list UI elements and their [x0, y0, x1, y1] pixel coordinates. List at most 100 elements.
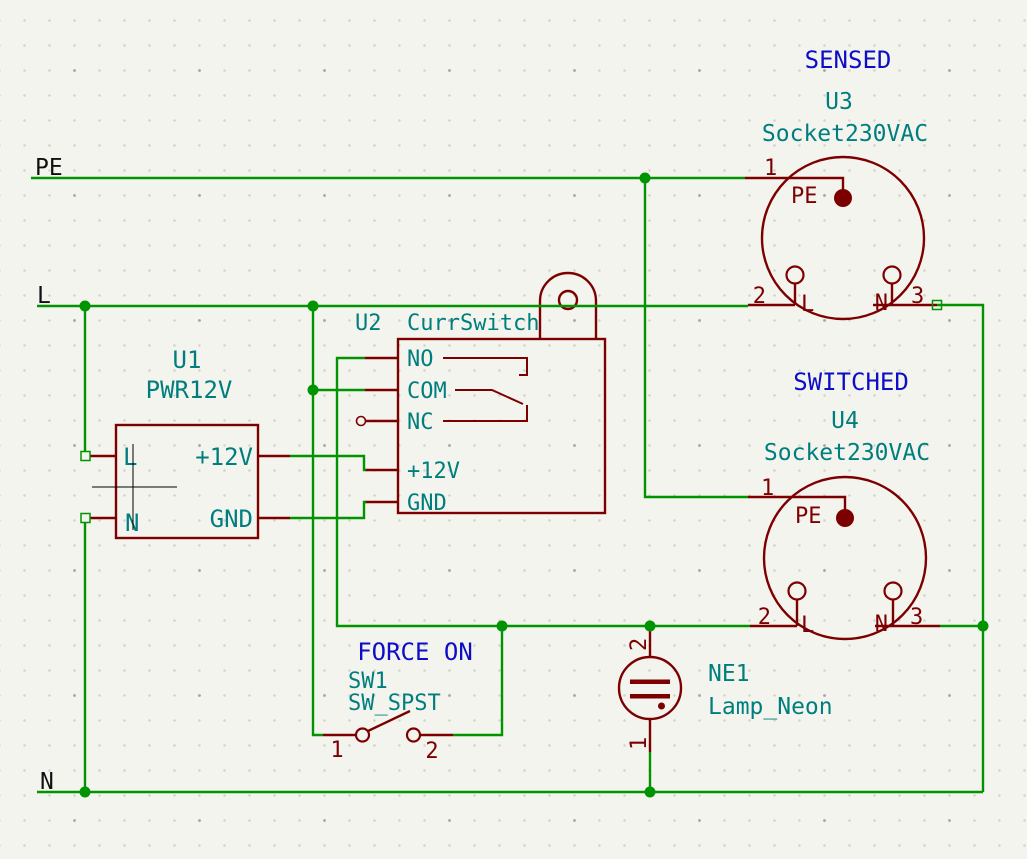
junction-dot	[307, 384, 319, 396]
sw1-lever[interactable]	[367, 709, 411, 733]
u3-value[interactable]: Socket230VAC	[762, 121, 928, 147]
u2-relay-contacts	[443, 357, 528, 422]
sw1-contact-2	[405, 727, 422, 743]
ne1-reference[interactable]: NE1	[708, 661, 750, 687]
u3-pin-num-1: 1	[764, 156, 777, 181]
ne1-gas-dot	[658, 702, 665, 710]
u1-reference[interactable]: U1	[173, 346, 202, 374]
ne1-pin-num-2: 2	[627, 638, 652, 651]
junction-dot	[644, 620, 656, 632]
component-u3[interactable]: SENSED U3 Socket230VAC 1 PE 2 L N 3	[745, 46, 937, 321]
u4-pin-name-pe: PE	[795, 504, 822, 529]
u3-n-contact	[882, 265, 902, 285]
u4-flag-switched[interactable]: SWITCHED	[793, 368, 909, 396]
wire-l-to-sw1[interactable]	[311, 306, 323, 737]
u1-pin-stubs[interactable]	[90, 454, 290, 520]
junction-dot	[496, 620, 508, 632]
wire-end-marker	[80, 512, 91, 524]
u2-current-loop[interactable]	[538, 271, 598, 339]
u3-pin-name-n: N	[875, 291, 888, 316]
u3-socket-outline[interactable]	[760, 155, 926, 321]
ne1-value[interactable]: Lamp_Neon	[708, 694, 833, 720]
junction-dot	[79, 786, 91, 798]
wire-gnd-u1-u2[interactable]	[290, 500, 366, 520]
junction-dot	[977, 620, 989, 632]
u2-body[interactable]	[396, 337, 607, 515]
u4-n-contact	[883, 581, 903, 601]
component-sw1[interactable]: FORCE ON SW1 SW_SPST 1 2	[323, 638, 473, 764]
sw1-pin-num-1: 1	[330, 738, 343, 763]
u4-reference[interactable]: U4	[831, 408, 859, 434]
u1-pin-name-12v: +12V	[195, 443, 253, 471]
junction-dot	[307, 300, 319, 312]
u2-reference[interactable]: U2	[355, 311, 382, 336]
sw1-flag-force-on[interactable]: FORCE ON	[357, 638, 473, 666]
u3-pin-num-3: 3	[911, 284, 924, 309]
u2-current-loop-hole	[557, 289, 579, 311]
u3-pin-name-pe: PE	[791, 184, 818, 209]
sw1-value[interactable]: SW_SPST	[348, 691, 441, 716]
net-labels: PE L N	[35, 155, 63, 795]
u2-nc-unconnected-circle	[355, 415, 367, 427]
u1-value[interactable]: PWR12V	[146, 376, 233, 404]
u2-pin-name-no: NO	[407, 347, 434, 372]
u3-pe-contact	[834, 189, 852, 207]
wire-no-switched-line[interactable]	[335, 356, 750, 628]
u1-pin-name-l: L	[123, 443, 137, 471]
u2-pin-name-nc: NC	[407, 410, 434, 435]
sw1-contact-1	[354, 727, 371, 743]
wire-12v-u1-u2[interactable]	[290, 454, 366, 472]
u2-pin-name-gnd: GND	[407, 491, 447, 516]
u4-pin-num-3: 3	[910, 605, 923, 630]
ne1-electrode-bottom	[630, 694, 670, 699]
ne1-bulb-outline[interactable]	[617, 655, 683, 721]
component-ne1[interactable]: 2 1 NE1 Lamp_Neon	[617, 627, 833, 752]
junction-dot	[79, 300, 91, 312]
u3-l-pin[interactable]	[748, 283, 797, 307]
u3-flag-sensed[interactable]: SENSED	[805, 46, 892, 74]
u3-pin-name-l: L	[801, 292, 814, 317]
u3-n-pin[interactable]	[873, 283, 937, 307]
u1-pin-name-gnd: GND	[210, 505, 253, 533]
u4-l-pin[interactable]	[750, 599, 799, 628]
junction-dot	[644, 786, 656, 798]
u4-pin-num-1: 1	[761, 476, 774, 501]
wire-sw1-to-switched-line[interactable]	[453, 626, 504, 737]
u2-value[interactable]: CurrSwitch	[407, 311, 539, 336]
sw1-pin-num-2: 2	[425, 739, 438, 764]
net-label-l[interactable]: L	[37, 283, 51, 309]
anchor-crosshair	[92, 444, 177, 530]
ne1-pin-num-1: 1	[627, 737, 652, 750]
wires	[31, 176, 985, 794]
u4-pin-num-2: 2	[758, 605, 771, 630]
u3-pe-pin[interactable]	[745, 176, 845, 189]
component-u1[interactable]: U1 PWR12V L N +12V GND	[90, 346, 290, 540]
ne1-electrode-top	[630, 679, 670, 684]
u1-body[interactable]	[114, 423, 260, 540]
u4-pe-contact	[836, 509, 854, 527]
wire-end-marker	[931, 299, 943, 311]
component-u2[interactable]: U2 CurrSwitch NO COM NC +12V GND	[355, 271, 607, 516]
sw1-reference[interactable]: SW1	[348, 669, 388, 694]
u4-socket-outline[interactable]	[762, 475, 928, 641]
wire-pe-branch-u4[interactable]	[643, 178, 748, 499]
u2-pin-name-com: COM	[407, 379, 447, 404]
component-u4[interactable]: SWITCHED U4 Socket230VAC 1 PE 2 L N 3	[748, 368, 940, 641]
net-label-pe[interactable]: PE	[35, 155, 63, 181]
wire-end-marker	[80, 450, 91, 462]
u1-pin-name-n: N	[125, 509, 139, 537]
u4-pe-pin[interactable]	[748, 495, 847, 509]
junction-dot	[639, 172, 651, 184]
u4-n-pin[interactable]	[875, 599, 940, 628]
u4-l-contact	[787, 581, 807, 601]
u3-l-contact	[785, 265, 805, 285]
u2-pin-stubs[interactable]	[365, 356, 398, 504]
net-label-n[interactable]: N	[40, 769, 54, 795]
u2-pin-name-12v: +12V	[407, 459, 460, 484]
u3-pin-num-2: 2	[753, 284, 766, 309]
u3-reference[interactable]: U3	[825, 89, 853, 115]
wire-u3-n-right-rail[interactable]	[937, 303, 985, 792]
u4-value[interactable]: Socket230VAC	[764, 440, 930, 466]
